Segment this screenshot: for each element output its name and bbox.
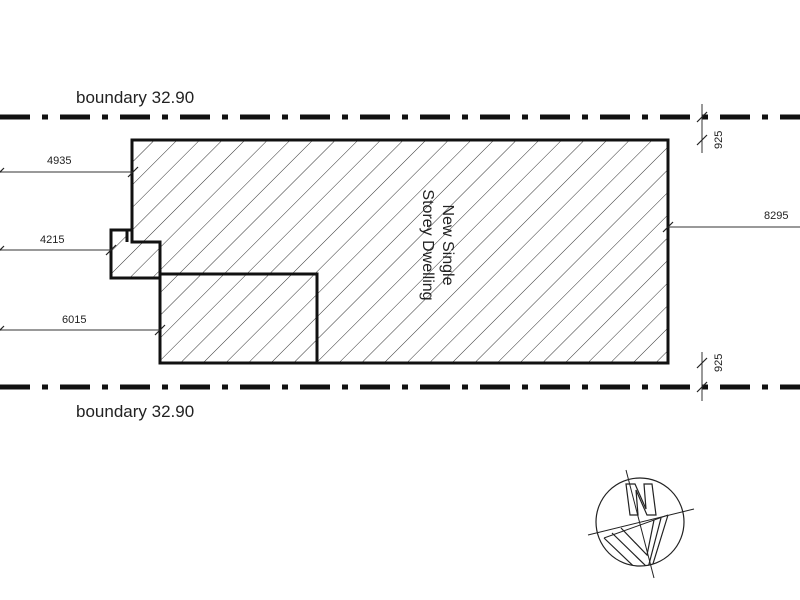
north-arrow-icon (587, 469, 695, 579)
front-setback-main-label: 4935 (47, 155, 71, 167)
side-setback-top-label: 925 (713, 131, 725, 149)
dwelling-label-line2: Storey Dwelling (419, 189, 436, 300)
dwelling-footprint (109, 138, 670, 365)
side-setback-bottom-dimension: 925 (696, 352, 725, 401)
side-setback-top-dimension: 925 (696, 104, 725, 153)
rear-setback-dimension: 8295 (662, 210, 800, 233)
front-setback-garage-label: 6015 (62, 314, 86, 326)
front-setback-porch-dimension: 4215 (0, 234, 117, 256)
bottom-boundary-label: boundary 32.90 (76, 402, 194, 421)
dwelling-label-line1: New Single (439, 205, 456, 286)
top-boundary-label: boundary 32.90 (76, 88, 194, 107)
front-setback-garage-dimension: 6015 (0, 314, 166, 336)
front-setback-porch-label: 4215 (40, 234, 64, 246)
porch-outline (109, 228, 160, 280)
dwelling-hatch-fill (132, 140, 668, 363)
dwelling-outline (130, 138, 670, 365)
rear-setback-label: 8295 (764, 210, 788, 222)
front-setback-main-dimension: 4935 (0, 155, 139, 178)
dwelling-label: New Single Storey Dwelling (419, 189, 456, 300)
garage-outline (160, 272, 319, 363)
side-setback-bottom-label: 925 (713, 354, 725, 372)
